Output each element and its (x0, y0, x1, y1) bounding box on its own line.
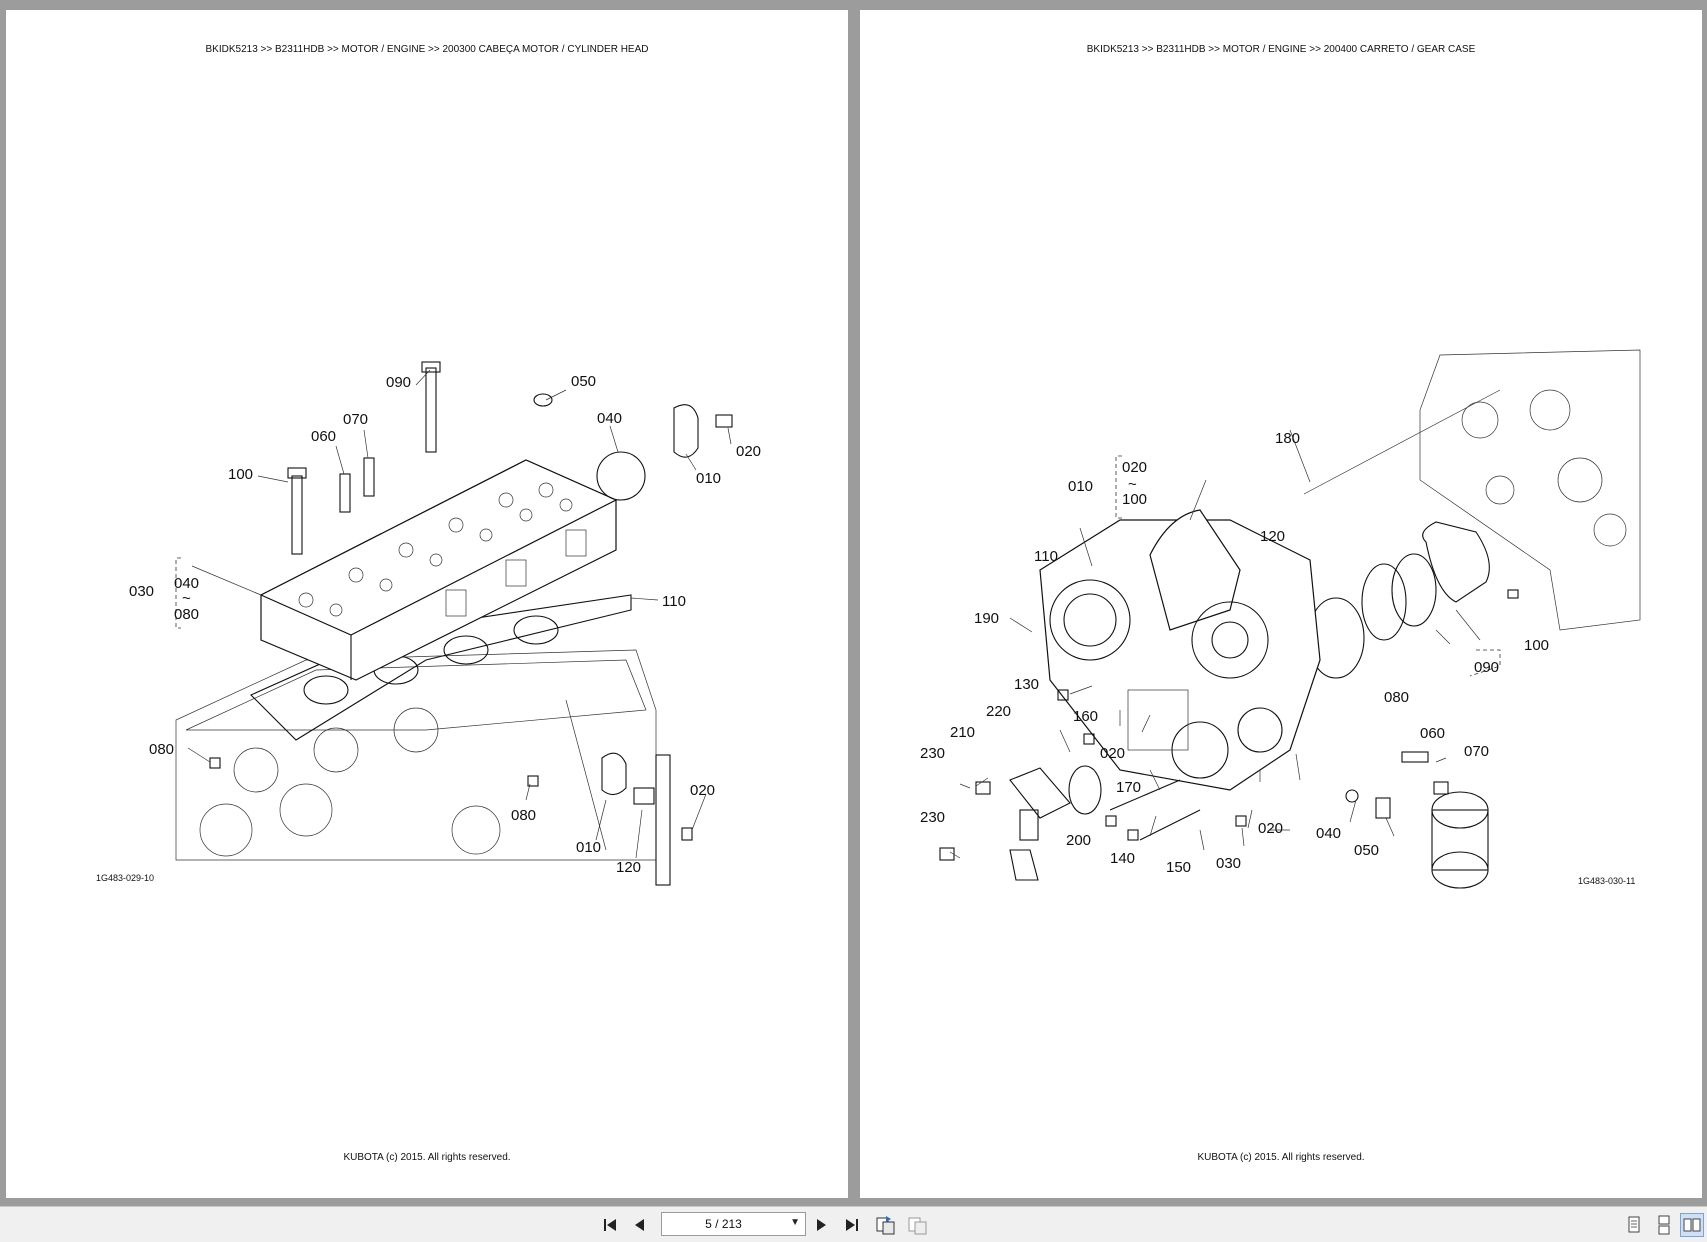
callout-label: 120 (1260, 528, 1285, 545)
callout-label: 080 (149, 741, 174, 758)
callout-label: 010 (696, 470, 721, 487)
callout-label: 160 (1073, 708, 1098, 725)
callout-label: 080 (1384, 689, 1409, 706)
cylinder-head-diagram: 090 050 070 060 040 020 100 010 030 040 … (129, 361, 761, 886)
page-header: BKIDK5213 >> B2311HDB >> MOTOR / ENGINE … (205, 44, 649, 55)
callout-label: 130 (1014, 676, 1039, 693)
callout-label: 110 (662, 593, 686, 610)
page-number-input[interactable]: 5 / 213 ▼ (661, 1212, 806, 1236)
figure-code: 1G483-029-10 (96, 873, 155, 883)
callout-label: 230 (920, 745, 945, 762)
callout-label: ~ (1128, 476, 1137, 493)
callout-label: 010 (576, 839, 601, 856)
callout-label: 110 (1034, 548, 1058, 565)
previous-page-icon[interactable] (628, 1213, 652, 1237)
callout-label: ~ (182, 590, 191, 607)
callout-label: 080 (511, 807, 536, 824)
last-page-icon[interactable] (840, 1213, 864, 1237)
gear-case-diagram: 180 020 ~ 100 010 120 110 190 100 090 08… (920, 349, 1641, 889)
pdf-page-right: BKIDK5213 >> B2311HDB >> MOTOR / ENGINE … (860, 10, 1702, 1198)
forward-view-icon[interactable] (906, 1213, 930, 1237)
continuous-view-icon[interactable] (1652, 1213, 1676, 1237)
page-dropdown-icon[interactable]: ▼ (790, 1217, 800, 1228)
callout-label: 040 (1316, 825, 1341, 842)
callout-label: 070 (1464, 743, 1489, 760)
callout-label: 220 (986, 703, 1011, 720)
callout-label: 040 (597, 410, 622, 427)
callout-label: 020 (690, 782, 715, 799)
callout-label: 020 (736, 443, 761, 460)
callout-label: 040 (174, 575, 199, 592)
callout-label: 150 (1166, 859, 1191, 876)
callout-label: 100 (1524, 637, 1549, 654)
page-footer: KUBOTA (c) 2015. All rights reserved. (1197, 1152, 1365, 1163)
figure-code: 1G483-030-11 (1578, 876, 1636, 886)
page-header: BKIDK5213 >> B2311HDB >> MOTOR / ENGINE … (1086, 44, 1476, 55)
callout-label: 020 (1258, 820, 1283, 837)
callout-label: 210 (950, 724, 975, 741)
callout-label: 100 (1122, 491, 1147, 508)
callout-label: 180 (1275, 430, 1300, 447)
callout-label: 050 (571, 373, 596, 390)
callout-label: 200 (1066, 832, 1091, 849)
callout-label: 030 (129, 583, 154, 600)
callout-label: 010 (1068, 478, 1093, 495)
callout-label: 090 (386, 374, 411, 391)
callout-label: 100 (228, 466, 253, 483)
callout-label: 060 (1420, 725, 1445, 742)
callout-label: 030 (1216, 855, 1241, 872)
single-page-view-icon[interactable] (1622, 1213, 1646, 1237)
callout-label: 170 (1116, 779, 1141, 796)
callout-label: 080 (174, 606, 199, 623)
callout-label: 140 (1110, 850, 1135, 867)
callout-label: 230 (920, 809, 945, 826)
callout-label: 090 (1474, 659, 1499, 676)
callout-label: 050 (1354, 842, 1379, 859)
callout-label: 070 (343, 411, 368, 428)
page-footer: KUBOTA (c) 2015. All rights reserved. (343, 1152, 511, 1163)
callout-label: 020 (1122, 459, 1147, 476)
page-indicator: 5 / 213 (705, 1217, 742, 1231)
two-page-view-icon[interactable] (1680, 1213, 1704, 1237)
callout-label: 060 (311, 428, 336, 445)
callout-label: 120 (616, 859, 641, 876)
pdf-page-left: BKIDK5213 >> B2311HDB >> MOTOR / ENGINE … (6, 10, 848, 1198)
first-page-icon[interactable] (598, 1213, 622, 1237)
next-page-icon[interactable] (809, 1213, 833, 1237)
back-view-icon[interactable] (874, 1213, 898, 1237)
callout-label: 190 (974, 610, 999, 627)
callout-label: 020 (1100, 745, 1125, 762)
navigation-toolbar: 5 / 213 ▼ (0, 1206, 1707, 1242)
